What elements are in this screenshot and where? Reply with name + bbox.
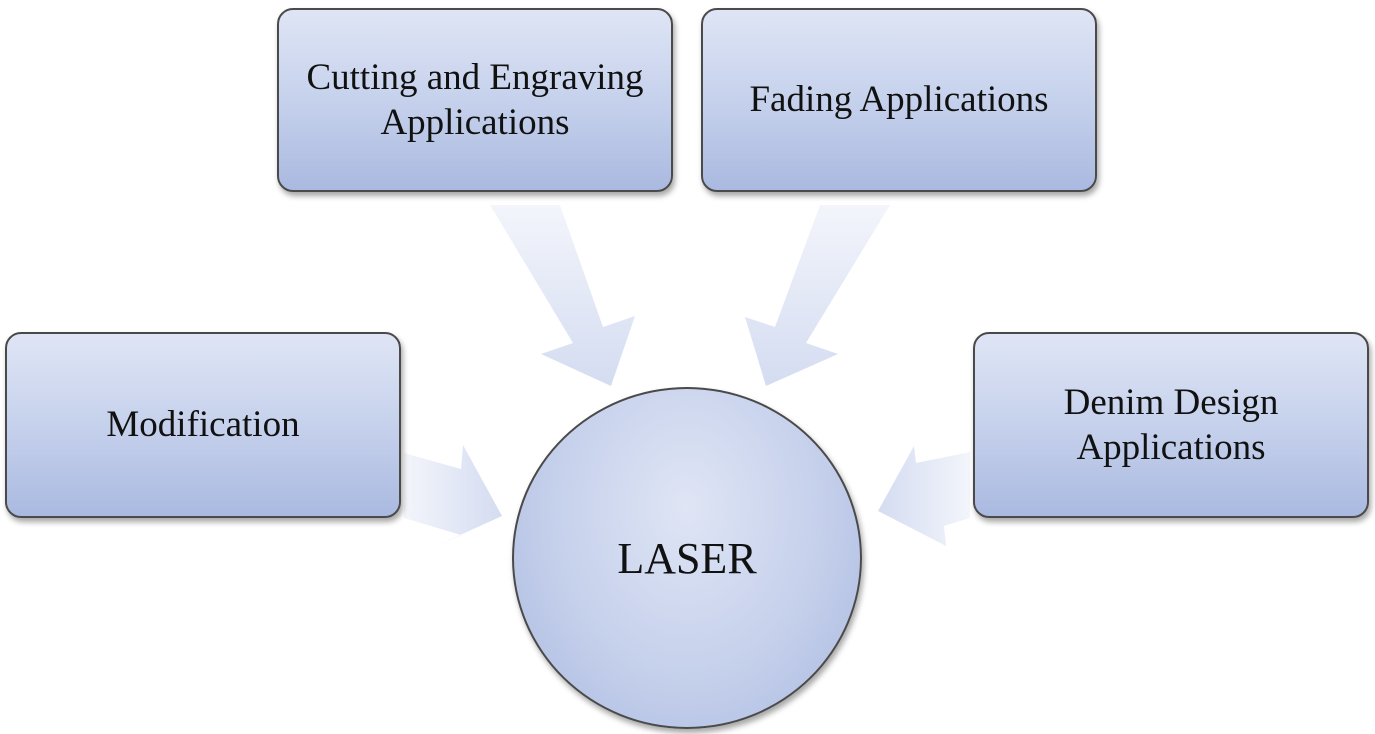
cutting-engraving-label-line2: Applications bbox=[380, 102, 570, 143]
arrow-modification-to-laser bbox=[404, 445, 502, 546]
arrow-fading-to-laser bbox=[745, 205, 890, 386]
fading-applications-box: Fading Applications bbox=[701, 8, 1097, 192]
arrow-cutting-to-laser bbox=[490, 205, 635, 386]
denim-design-box: Denim Design Applications bbox=[973, 332, 1369, 518]
denim-design-label-line2: Applications bbox=[1076, 427, 1266, 468]
modification-box: Modification bbox=[5, 332, 401, 518]
laser-center-node: LASER bbox=[512, 387, 862, 729]
denim-design-label-line1: Denim Design bbox=[1063, 381, 1279, 423]
laser-label: LASER bbox=[617, 533, 757, 583]
cutting-engraving-label-line1: Cutting and Engraving bbox=[306, 56, 644, 98]
modification-label: Modification bbox=[106, 404, 300, 446]
cutting-engraving-box: Cutting and Engraving Applications bbox=[277, 8, 673, 192]
arrow-denim-to-laser bbox=[878, 446, 970, 546]
fading-applications-label: Fading Applications bbox=[749, 79, 1049, 121]
